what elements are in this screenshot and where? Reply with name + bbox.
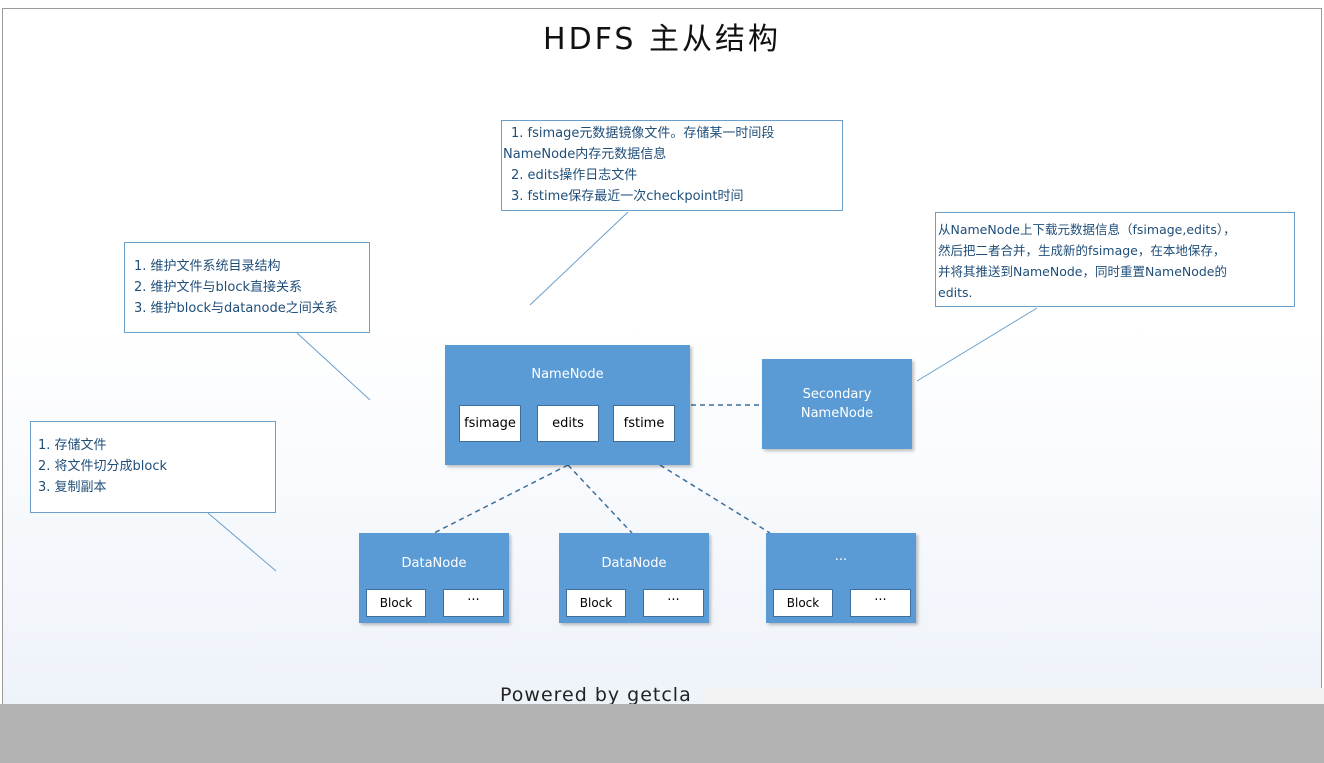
- secondary-label-line2: NameNode: [800, 406, 874, 421]
- note-line: 3. fstime保存最近一次checkpoint时间: [511, 189, 744, 204]
- namenode-label: NameNode: [531, 367, 604, 382]
- note-line: 并将其推送到NameNode，同时重置NameNode的: [938, 264, 1228, 279]
- note-line: 然后把二者合并，生成新的fsimage，在本地保存，: [938, 243, 1226, 258]
- datanode-block: Block: [566, 589, 626, 617]
- namenode-file-fstime: fstime: [613, 405, 675, 442]
- note-secondary-roles: 从NameNode上下载元数据信息（fsimage,edits）， 然后把二者合…: [935, 212, 1295, 307]
- note-line: 3. 复制副本: [38, 480, 107, 495]
- namenode-file-edits: edits: [537, 405, 599, 442]
- note-line: 1. 存储文件: [38, 438, 107, 453]
- callout-line-secondary-roles: [916, 307, 1038, 382]
- datanode-block: Block: [366, 589, 426, 617]
- note-line: 2. 维护文件与block直接关系: [134, 280, 303, 295]
- note-namenode-files: 1. fsimage元数据镜像文件。存储某一时间段 NameNode内存元数据信…: [501, 120, 843, 211]
- link-namenode-datanode-1: [433, 464, 569, 534]
- datanode-block: Block: [773, 589, 833, 617]
- datanode-more: ···: [443, 589, 504, 617]
- note-line: 2. edits操作日志文件: [511, 168, 638, 183]
- note-line: 2. 将文件切分成block: [38, 459, 168, 474]
- namenode-box: NameNode fsimage edits fstime: [445, 345, 690, 465]
- note-line: 3. 维护block与datanode之间关系: [134, 301, 338, 316]
- note-line: NameNode内存元数据信息: [503, 147, 667, 162]
- secondary-namenode-box: Secondary NameNode: [762, 359, 912, 449]
- link-namenode-datanode-2: [567, 464, 633, 534]
- note-line: 1. 维护文件系统目录结构: [134, 259, 281, 274]
- gray-overlay-notch: [704, 688, 1324, 704]
- datanode-more: ···: [643, 589, 704, 617]
- note-line: 1. fsimage元数据镜像文件。存储某一时间段: [511, 126, 775, 141]
- callout-line-datanode-roles: [207, 512, 277, 572]
- diagram-title: HDFS 主从结构: [543, 22, 781, 57]
- note-line: edits.: [938, 285, 973, 300]
- note-line: 从NameNode上下载元数据信息（fsimage,edits），: [938, 222, 1236, 237]
- callout-line-namenode-files: [529, 211, 629, 306]
- datanode-label: DataNode: [401, 556, 467, 571]
- note-namenode-roles: 1. 维护文件系统目录结构 2. 维护文件与block直接关系 3. 维护blo…: [124, 242, 370, 333]
- powered-by-footer: Powered by getcla: [500, 684, 692, 706]
- note-datanode-roles: 1. 存储文件 2. 将文件切分成block 3. 复制副本: [30, 421, 276, 513]
- datanode-label: ···: [834, 553, 848, 568]
- datanode-box-2: DataNode Block ···: [559, 533, 709, 623]
- secondary-label-line1: Secondary: [802, 387, 872, 402]
- namenode-file-fsimage: fsimage: [459, 405, 521, 442]
- gray-overlay-band: [0, 704, 1324, 763]
- link-namenode-datanode-3: [659, 464, 771, 534]
- callout-line-namenode-roles: [296, 332, 371, 401]
- datanode-label: DataNode: [601, 556, 667, 571]
- datanode-more: ···: [850, 589, 911, 617]
- datanode-box-3: ··· Block ···: [766, 533, 916, 623]
- datanode-box-1: DataNode Block ···: [359, 533, 509, 623]
